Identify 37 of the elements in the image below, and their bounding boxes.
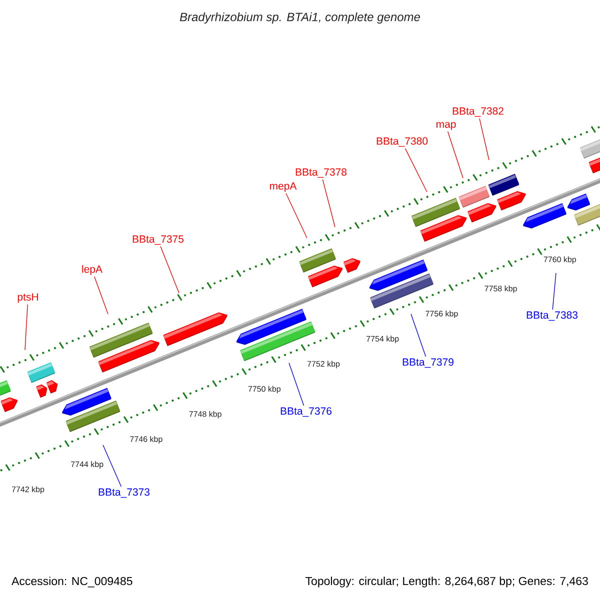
gene-label: BBta_7378 (296, 168, 347, 178)
tick-label: 7750 kbp (248, 386, 280, 394)
leader-line (552, 272, 556, 310)
gene-label: ptsH (18, 293, 38, 303)
gene-label: lepA (82, 265, 102, 275)
leader-line (404, 148, 428, 192)
tick-label: 7760 kbp (544, 256, 576, 264)
leader-line (288, 362, 304, 406)
leader-line (447, 131, 464, 178)
gene-label: BBta_7373 (98, 488, 150, 498)
tick-label: 7744 kbp (71, 461, 104, 469)
tick-label: 7756 kbp (426, 310, 458, 318)
leader-line (160, 246, 180, 294)
tick-label: 7746 kbp (130, 436, 162, 444)
leader-line (322, 179, 336, 228)
title: Bradyrhizobium sp. BTAi1, complete genome (180, 12, 420, 24)
gene-label: BBta_7382 (452, 107, 504, 117)
gene-label: mepA (270, 182, 297, 192)
gene-label: BBta_7380 (376, 137, 428, 147)
leader-line (24, 304, 28, 350)
leader-line (410, 314, 426, 357)
gene-label: BBta_7375 (132, 235, 184, 245)
leader-line (102, 444, 122, 487)
leader-line (94, 276, 108, 314)
tick-label: 7752 kbp (307, 360, 340, 368)
leader-line (286, 193, 308, 238)
tick-label: 7748 kbp (189, 410, 222, 418)
tick-label: 7754 kbp (366, 336, 399, 344)
tick-label: 7758 kbp (484, 285, 517, 293)
leader-line (479, 118, 490, 160)
gene-label: BBta_7379 (402, 358, 454, 368)
footer-text: Accession: NC_009485 (12, 576, 132, 588)
gene-label: map (436, 122, 456, 130)
gene-label: BBta_7383 (526, 311, 578, 321)
tick-label: 7742 kbp (12, 486, 44, 494)
gene-label: BBta_7376 (280, 407, 332, 417)
footer-text: Topology: circular; Length: 8,264,687 bp; Genes: 7,463 (306, 576, 588, 588)
